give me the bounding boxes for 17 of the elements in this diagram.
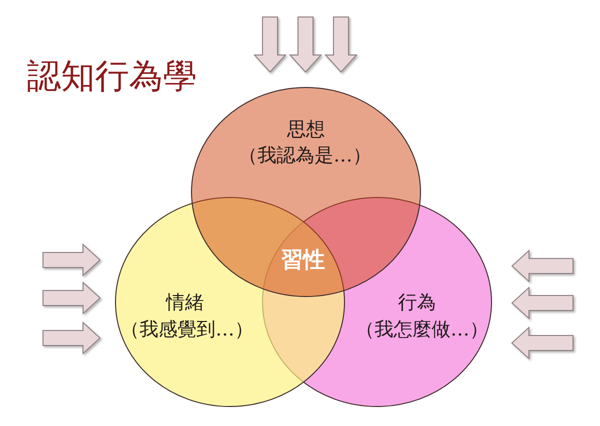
block-arrow: [324, 16, 358, 73]
title: 認知行為學: [27, 58, 197, 96]
heading: 思想: [287, 120, 325, 140]
block-arrow: [511, 249, 574, 283]
block-arrow: [511, 286, 574, 320]
heading: 情緒: [166, 292, 204, 314]
block-arrow: [42, 321, 101, 355]
subheading: （我感覺到…）: [120, 320, 254, 340]
block-arrow: [42, 281, 101, 315]
subheading: （我怎麼做…）: [356, 320, 488, 340]
heading: 行為: [398, 292, 436, 314]
block-arrow: [42, 243, 101, 277]
block-arrow: [511, 326, 574, 360]
block-arrow: [253, 16, 287, 73]
block-arrow: [288, 16, 322, 73]
center-label: 習性: [281, 248, 325, 274]
subheading: （我認為是…）: [238, 146, 372, 166]
